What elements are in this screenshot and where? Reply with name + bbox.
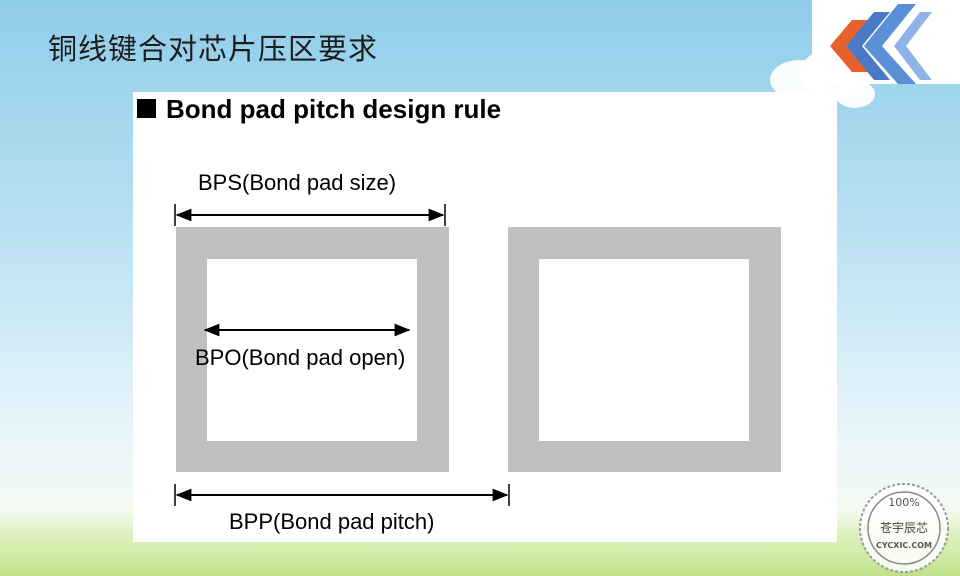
bond-pad-right-opening — [539, 259, 749, 441]
content-panel: Bond pad pitch design rule BPS(Bond pad … — [133, 92, 837, 542]
bond-pad-left-opening — [207, 259, 417, 441]
seal-brand: 苍宇辰芯 — [880, 521, 928, 535]
logo-chevron-blue-2 — [864, 4, 916, 84]
seal-outer-ring — [859, 483, 949, 573]
logo-chevron-blue-3 — [894, 12, 932, 80]
square-bullet-icon — [137, 99, 156, 118]
bpo-label: BPO(Bond pad open) — [195, 345, 405, 370]
watermark-seal-icon: 100% 苍宇辰芯 CYCXIC.COM — [859, 483, 949, 573]
panel-heading: Bond pad pitch design rule — [137, 94, 501, 125]
seal-domain: CYCXIC.COM — [876, 541, 932, 550]
panel-heading-text: Bond pad pitch design rule — [166, 94, 502, 124]
chevron-logo-icon — [830, 4, 932, 84]
bond-pad-diagram: BPS(Bond pad size) BPO(Bond pad open) BP… — [174, 170, 781, 534]
bps-label: BPS(Bond pad size) — [198, 170, 396, 195]
cloud — [835, 80, 875, 108]
logo-chevron-orange — [830, 20, 868, 72]
logo-chevron-blue-1 — [846, 12, 890, 80]
seal-percent: 100% — [888, 496, 919, 509]
bpp-label: BPP(Bond pad pitch) — [229, 509, 434, 534]
seal-inner-ring — [867, 491, 941, 565]
company-logo — [812, 0, 960, 84]
slide-title: 铜线键合对芯片压区要求 — [48, 32, 379, 66]
